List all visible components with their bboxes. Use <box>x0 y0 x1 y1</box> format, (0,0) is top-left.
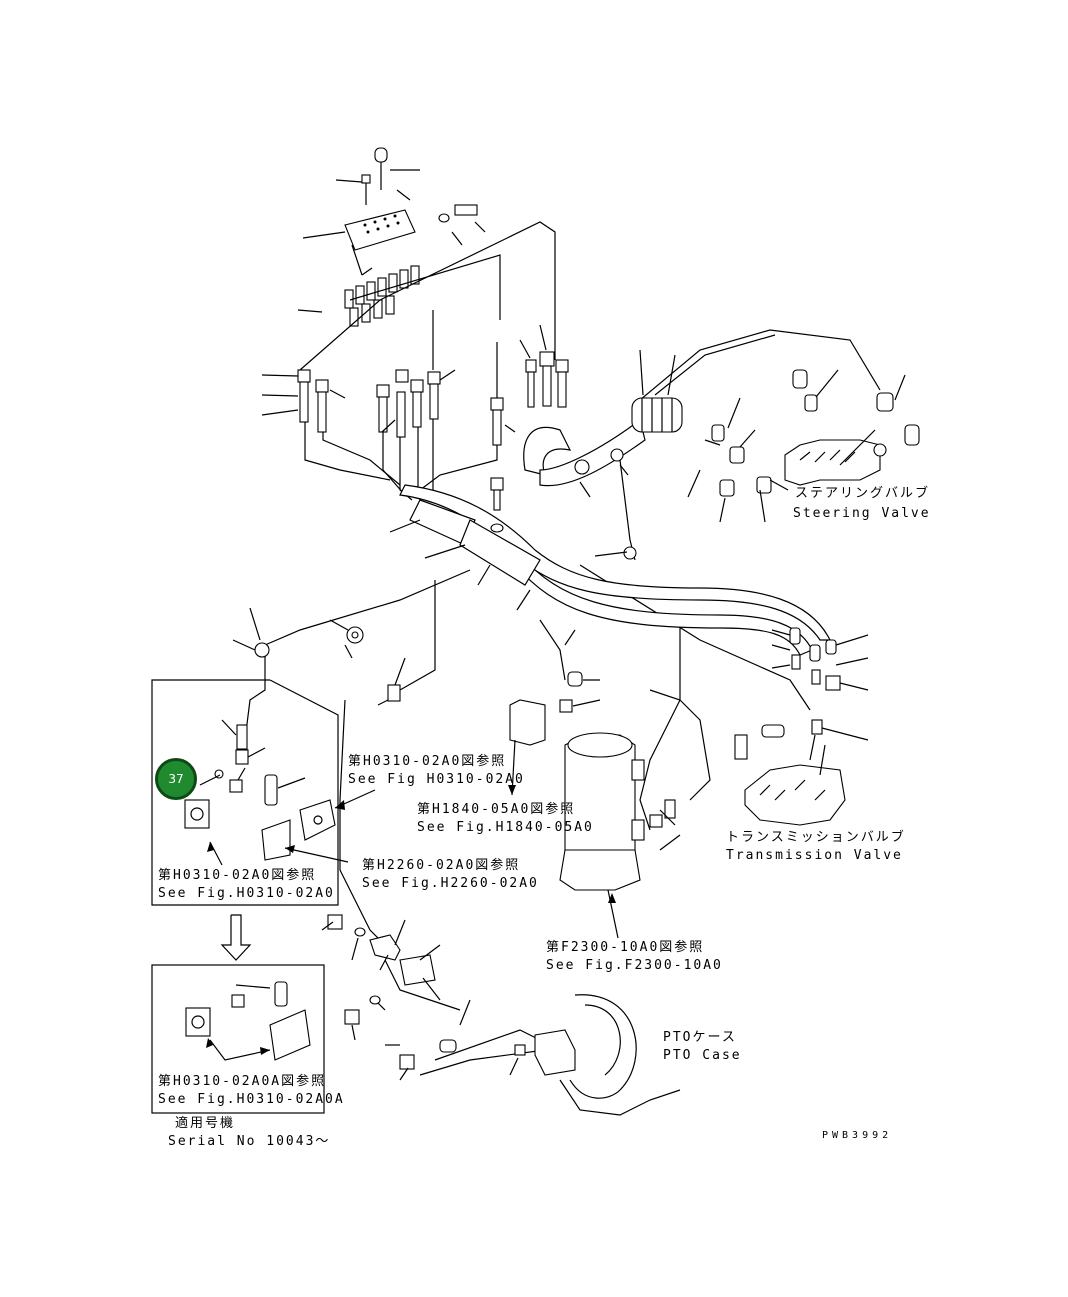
ref-h0310-top-en: See Fig H0310-02A0 <box>348 772 525 787</box>
ref-h0310a-en: See Fig.H0310-02A0A <box>158 1092 345 1107</box>
ref-f2300-jp: 第F2300-10A0図参照 <box>546 940 705 955</box>
pto-case <box>399 994 681 1116</box>
lower-fittings <box>327 914 436 1025</box>
ref-h0310-top-jp: 第H0310-02A0図参照 <box>348 754 507 769</box>
ref-f2300-en: See Fig.F2300-10A0 <box>546 958 723 973</box>
ref-h0310-box-en: See Fig.H0310-02A0 <box>158 886 335 901</box>
leader-lines <box>199 169 906 1081</box>
steering-valve <box>711 369 920 497</box>
hose-fittings <box>297 351 569 533</box>
ref-h2260-jp: 第H2260-02A0図参照 <box>362 858 521 873</box>
down-arrow <box>220 914 252 961</box>
ref-h2260-en: See Fig.H2260-02A0 <box>362 876 539 891</box>
ref-h1840-en: See Fig.H1840-05A0 <box>417 820 594 835</box>
callout-badge-37[interactable]: 37 <box>155 758 197 800</box>
steering-valve-label-en: Steering Valve <box>793 506 931 521</box>
pto-case-label-jp: PTOケース <box>663 1030 737 1045</box>
fitting-cluster <box>344 265 420 327</box>
ref-h0310a-jp: 第H0310-02A0A図参照 <box>158 1074 327 1089</box>
transmission-valve-label-jp: トランスミッションバルブ <box>726 830 906 845</box>
ref-h1840-jp: 第H1840-05A0図参照 <box>417 802 576 817</box>
transmission-valve-label-en: Transmission Valve <box>726 848 903 863</box>
manifold-block <box>344 147 478 276</box>
serial-label-jp: 適用号機 <box>175 1116 236 1131</box>
transmission-valve <box>734 627 846 826</box>
steering-valve-label-jp: ステアリングバルブ <box>795 486 931 501</box>
filter-cylinder <box>509 671 676 891</box>
detail-box-current <box>151 679 339 906</box>
clamps <box>254 448 637 702</box>
detail-box-new <box>151 964 325 1114</box>
main-hose-bundle <box>399 397 831 656</box>
serial-label-en: Serial No 10043～ <box>168 1134 331 1149</box>
arrowheads <box>206 785 616 1055</box>
drawing-code: PWB3992 <box>822 1130 893 1141</box>
ref-h0310-box-jp: 第H0310-02A0図参照 <box>158 868 317 883</box>
pipe-lines <box>244 221 881 1076</box>
pto-case-label-en: PTO Case <box>663 1048 742 1063</box>
